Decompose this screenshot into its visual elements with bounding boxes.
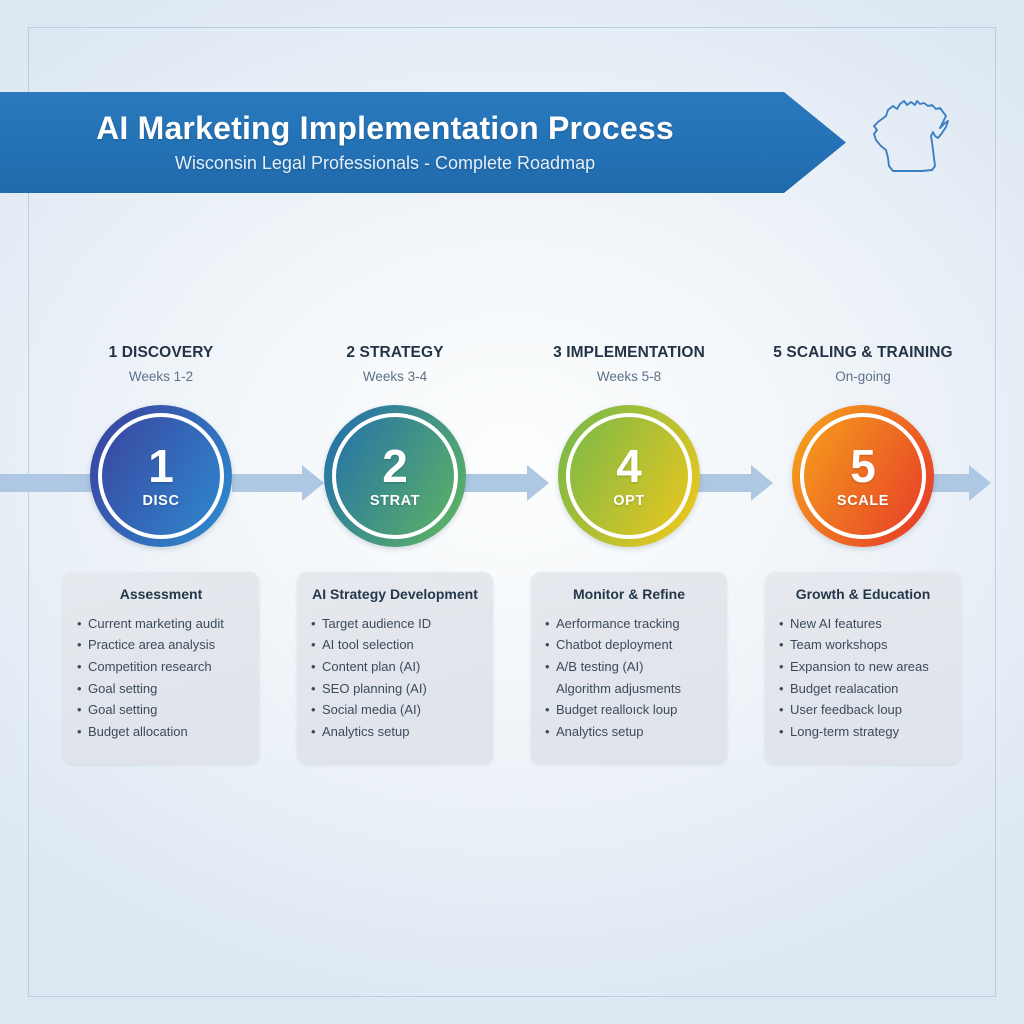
step-circle-number: 5: [850, 440, 876, 492]
card-list-item: SEO planning (AI): [309, 678, 481, 700]
card-list-item: A/B testing (AI): [543, 656, 715, 678]
connector-arrow-3-to-4: [681, 465, 773, 501]
card-list-item: Team workshops: [777, 634, 949, 656]
step-detail-card-3: Monitor & Refine Aerformance trackingCha…: [531, 572, 727, 764]
step-circle-wrap: 1 DISC: [90, 405, 232, 547]
page-subtitle: Wisconsin Legal Professionals - Complete…: [174, 153, 596, 174]
step-timeframe: Weeks 3-4: [362, 368, 428, 384]
card-title: AI Strategy Development: [312, 586, 478, 602]
step-detail-card-2: AI Strategy Development Target audience …: [297, 572, 493, 764]
card-list-item: Expansion to new areas: [777, 656, 949, 678]
step-title: 2 STRATEGY: [346, 344, 444, 361]
step-circle-wrap: 2 STRAT: [324, 405, 466, 547]
step-circle-abbr: OPT: [613, 493, 645, 509]
card-list-item: Target audience ID: [309, 613, 481, 635]
step-timeframe: Weeks 1-2: [128, 368, 194, 384]
card-list-item: Analytics setup: [309, 721, 481, 743]
step-circle-number: 4: [616, 440, 642, 492]
card-list-item: Budget realacation: [777, 678, 949, 700]
card-item-list: Aerformance trackingChatbot deploymentA/…: [543, 613, 715, 742]
step-title: 1 DISCOVERY: [108, 344, 214, 361]
card-title: Assessment: [119, 586, 203, 602]
card-list-item: Budget realloıck loup: [543, 699, 715, 721]
step-detail-card-4: Growth & Education New AI featuresTeam w…: [765, 572, 961, 764]
page-title: AI Marketing Implementation Process: [96, 109, 674, 146]
step-circle-2[interactable]: 2 STRAT: [324, 405, 466, 547]
step-circle-abbr: STRAT: [369, 493, 421, 509]
card-list-item: Long-term strategy: [777, 721, 949, 743]
step-title: 5 SCALING & TRAINING: [773, 344, 953, 361]
card-list-item: Algorithm adjusments: [556, 680, 681, 696]
wisconsin-state-outline-icon: [873, 100, 949, 172]
step-circle-abbr: SCALE: [836, 493, 890, 509]
card-list-item: Budget allocation: [75, 721, 247, 743]
connector-arrow-1-to-2: [232, 465, 324, 501]
step-circle-number: 2: [382, 440, 408, 492]
card-title: Monitor & Refine: [573, 586, 685, 602]
card-item-list: Target audience IDAI tool selectionConte…: [309, 613, 481, 742]
card-list-item: Chatbot deployment: [543, 634, 715, 656]
card-list-item: Content plan (AI): [309, 656, 481, 678]
card-list-item: Competition research: [75, 656, 247, 678]
process-steps-row: 1 DISCOVERY Weeks 1-2 1 DISC Assessment …: [63, 345, 961, 765]
connector-arrow-2-to-3: [457, 465, 549, 501]
process-step-2[interactable]: 2 STRATEGY Weeks 3-4 2 STRAT AI Strategy…: [297, 345, 493, 765]
process-step-4[interactable]: 5 SCALING & TRAINING On-going 5 SCALE Gr…: [765, 345, 961, 765]
card-list-item: Goal setting: [75, 678, 247, 700]
process-step-3[interactable]: 3 IMPLEMENTATION Weeks 5-8 4 OPT Monitor…: [531, 345, 727, 765]
step-circle-wrap: 4 OPT: [558, 405, 700, 547]
step-circle-abbr: DISC: [142, 493, 180, 509]
step-circle-wrap: 5 SCALE: [792, 405, 934, 547]
card-list-item: Current marketing audit: [75, 613, 247, 635]
card-list-item: User feedback loup: [777, 699, 949, 721]
step-circle-1[interactable]: 1 DISC: [90, 405, 232, 547]
card-list-item: Goal setting: [75, 699, 247, 721]
card-list-item: Aerformance tracking: [543, 613, 715, 635]
process-step-1[interactable]: 1 DISCOVERY Weeks 1-2 1 DISC Assessment …: [63, 345, 259, 765]
connector-arrow-lead-in: [0, 474, 92, 492]
step-circle-4[interactable]: 5 SCALE: [792, 405, 934, 547]
step-title: 3 IMPLEMENTATION: [553, 344, 705, 361]
step-circle-3[interactable]: 4 OPT: [558, 405, 700, 547]
header-banner: AI Marketing Implementation Process Wisc…: [0, 92, 846, 193]
card-item-list: New AI featuresTeam workshopsExpansion t…: [777, 613, 949, 742]
card-list-item: Social media (AI): [309, 699, 481, 721]
step-timeframe: On-going: [835, 368, 891, 384]
card-list-item: New AI features: [777, 613, 949, 635]
card-list-item: Practice area analysis: [75, 634, 247, 656]
card-title: Growth & Education: [795, 586, 931, 602]
card-item-list: Current marketing auditPractice area ana…: [75, 613, 247, 742]
step-detail-card-1: Assessment Current marketing auditPracti…: [63, 572, 259, 764]
card-list-item: AI tool selection: [309, 634, 481, 656]
card-list-item: Analytics setup: [543, 721, 715, 743]
step-circle-number: 1: [148, 440, 174, 492]
step-timeframe: Weeks 5-8: [596, 368, 662, 384]
